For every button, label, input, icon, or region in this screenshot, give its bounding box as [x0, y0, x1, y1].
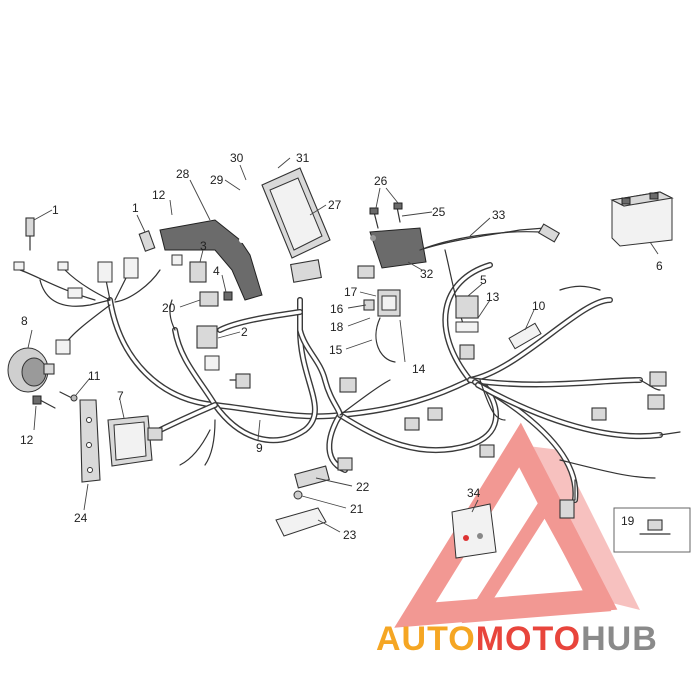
watermark-text: AUTOMOTOHUB [376, 620, 658, 658]
callout-18: 18 [330, 320, 344, 334]
inset-box [613, 507, 691, 553]
callout-27: 27 [328, 198, 342, 212]
screws-top [369, 202, 403, 229]
callout-23: 23 [343, 528, 357, 542]
horn [7, 347, 55, 393]
watermark-hub: HUB [581, 620, 658, 658]
callout-24: 24 [74, 511, 88, 525]
ignition-module [357, 227, 427, 279]
svg-text:AUTOMOTOHUB: AUTOMOTOHUB [376, 620, 658, 658]
relay-right [455, 295, 479, 360]
bracket-plate [79, 399, 101, 483]
callout-34: 34 [467, 486, 481, 500]
connectors-right [235, 371, 667, 519]
leader-lines [27, 157, 659, 533]
callout-21: 21 [350, 502, 364, 516]
connector-group-left [13, 254, 183, 355]
callout-32: 32 [420, 267, 434, 281]
callout-6: 6 [656, 259, 663, 273]
watermark-logo [394, 422, 640, 628]
ecu-unit [261, 167, 331, 283]
callout-12: 12 [20, 433, 34, 447]
mounting-bracket [159, 219, 263, 301]
callout-20: 20 [162, 301, 176, 315]
callout-15: 15 [329, 343, 343, 357]
plug-cap-right [138, 230, 156, 252]
callout-9: 9 [256, 441, 263, 455]
callout-19: 19 [621, 514, 635, 528]
screws-left [32, 391, 78, 409]
callout-labels: 1 1 2 3 4 5 6 7 8 9 10 11 12 12 13 14 15… [20, 151, 663, 542]
callout-17: 17 [344, 285, 358, 299]
callout-28: 28 [176, 167, 190, 181]
callout-16: 16 [330, 302, 344, 316]
callout-1: 1 [132, 201, 139, 215]
callout-14: 14 [412, 362, 426, 376]
callout-25: 25 [432, 205, 446, 219]
callout-29: 29 [210, 173, 224, 187]
callout-13: 13 [486, 290, 500, 304]
callout-12: 12 [152, 188, 166, 202]
callout-2: 2 [241, 325, 248, 339]
control-box [451, 503, 497, 559]
callout-5: 5 [480, 273, 487, 287]
voltage-regulator [107, 415, 163, 467]
fuse-holder [508, 322, 542, 350]
callout-22: 22 [356, 480, 370, 494]
callout-31: 31 [296, 151, 310, 165]
sensor-assembly [275, 465, 330, 537]
callout-7: 7 [117, 389, 124, 403]
battery [610, 191, 674, 247]
watermark-auto: AUTO [376, 620, 476, 658]
connector-2 [196, 325, 220, 371]
callout-30: 30 [230, 151, 244, 165]
callout-10: 10 [532, 299, 546, 313]
relay-small [189, 261, 233, 307]
plug-cap-left [25, 217, 35, 251]
callout-26: 26 [374, 174, 388, 188]
callout-1: 1 [52, 203, 59, 217]
watermark-moto: MOTO [476, 620, 581, 658]
callout-4: 4 [213, 264, 220, 278]
callout-33: 33 [492, 208, 506, 222]
callout-8: 8 [21, 314, 28, 328]
relay-cluster [363, 289, 401, 363]
callout-3: 3 [200, 239, 207, 253]
main-harness [107, 262, 663, 503]
callout-11: 11 [88, 369, 101, 383]
ht-lead [419, 223, 561, 251]
